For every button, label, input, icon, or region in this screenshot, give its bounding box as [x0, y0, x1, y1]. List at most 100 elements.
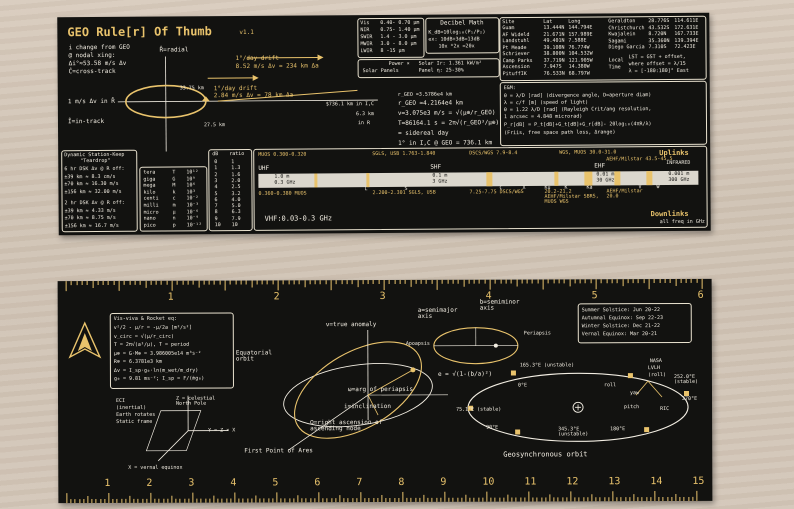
site-cell: AF Wideld: [502, 31, 530, 38]
ruler-tick: [213, 495, 215, 503]
ruler-number: 11: [524, 476, 537, 488]
site-cell: 7.310S: [648, 44, 667, 51]
ric-label: RIC: [660, 406, 670, 413]
ruler-tick: [393, 497, 395, 502]
ruler-tick: [83, 499, 85, 504]
ruler-tick: [650, 497, 652, 502]
em-formulas-box: E&M: θ = λ/D [rad] (divergence angle, D=…: [499, 80, 708, 147]
power-line: Solar Ir: 1.361 kW/m²: [418, 60, 482, 67]
ruler-tick: [272, 280, 274, 285]
ruler-tick: [526, 279, 528, 284]
ruler-tick: [624, 497, 626, 502]
ratio-header: ratio: [229, 150, 245, 158]
downlinks-label: Downlinks: [650, 209, 689, 219]
season-line: Summer Solstice: Jun 20-22: [581, 307, 661, 314]
site-cell: PituffIK: [502, 70, 527, 77]
ruler-tick: [410, 497, 412, 502]
ruler-tick: [214, 280, 216, 285]
site-cell: Geraldton: [608, 18, 636, 25]
ruler-tick: [532, 497, 534, 502]
ruler-tick: [431, 279, 433, 284]
ruler-tick: [183, 498, 185, 503]
orbit-eq-line: T=86164.1 s = 2π√(r_GEO³/μ⊕): [397, 119, 500, 127]
ruler-tick: [427, 497, 429, 502]
ruler-tick: [440, 497, 442, 502]
si-cell: milli: [143, 202, 159, 209]
ruler-tick: [692, 496, 694, 501]
ruler-tick: [162, 498, 164, 503]
shf-range: 3 GHz: [432, 178, 448, 185]
ruler-tick: [616, 279, 618, 284]
ruler-tick: [305, 498, 307, 503]
ruler-tick: [304, 280, 306, 288]
ruler-tick: [357, 280, 359, 288]
ruler-tick: [341, 280, 343, 285]
ruler-tick: [566, 497, 568, 502]
ruler-tick: [622, 279, 624, 287]
ruler-tick: [595, 497, 597, 502]
ruler-tick: [669, 279, 671, 284]
site-cell: 157.989E: [568, 31, 593, 38]
si-cell: 10¹²: [186, 169, 199, 176]
ruler-number: 10: [482, 476, 495, 488]
ruler-tick: [230, 498, 232, 503]
si-cell: 10⁹: [186, 175, 196, 182]
top-band-label: DSCS/WGS 7.9-8.4: [469, 150, 518, 157]
ruler-tick: [666, 497, 668, 502]
spectrum-bar: [258, 170, 699, 188]
ruler-tick: [339, 495, 341, 503]
si-cell: mega: [143, 182, 156, 189]
roll-label: (roll): [647, 372, 667, 379]
bottom-band-label: AEHF/Milstar 20.0: [606, 188, 643, 200]
db-cell: 7.9: [231, 215, 241, 222]
site-cell: 8.720N: [648, 31, 667, 38]
ruler-number: 3: [379, 290, 386, 303]
ruler-tick: [116, 498, 118, 503]
ruler-tick: [402, 491, 404, 502]
sk-line: ±39 km ≈ 8.3 cm/s: [64, 173, 116, 180]
ruler-tick: [641, 497, 643, 502]
power-line: Panel η: 25-30%: [418, 67, 464, 74]
visviva-line: R⊕ = 6.3781e3 km: [113, 358, 163, 365]
ruler-number: 5: [272, 477, 279, 489]
eci-axes: [145, 395, 229, 462]
si-cell: M: [172, 182, 176, 189]
ruler-tick: [235, 280, 237, 285]
si-cell: nano: [143, 215, 156, 222]
uhf-range: 0.3 GHz: [274, 179, 296, 186]
ruler-tick: [196, 498, 198, 503]
ruler-tick: [112, 498, 114, 503]
ruler-tick: [595, 279, 597, 290]
band-letter: L: [364, 186, 368, 193]
band-name: SWIR: [360, 34, 373, 41]
sk-line: ±156 km ≈ 16.7 m/s: [64, 222, 119, 229]
bottom-band-label: 7.25-7.75 DSCS/WGS: [469, 189, 524, 196]
ruler-tick: [78, 499, 80, 504]
db-cell: 9: [214, 215, 218, 222]
ruler-tick: [563, 279, 565, 284]
ruler-tick: [272, 498, 274, 503]
ruler-tick: [146, 498, 148, 503]
ruler-tick: [166, 280, 168, 285]
roll-axis-label: roll: [603, 382, 617, 389]
site-cell: 13.444N: [543, 24, 565, 31]
ruler-tick: [579, 279, 581, 284]
ruler-tick: [167, 498, 169, 503]
ruler-tick: [423, 494, 425, 502]
ruler-tick: [158, 498, 160, 503]
ruler-tick: [441, 279, 443, 284]
km736-label: $736.1 km in I,C: [325, 101, 375, 108]
ruler-tick: [479, 279, 481, 284]
ruler-tick: [671, 496, 673, 502]
ruler-tick: [473, 279, 475, 284]
ruler-tick: [129, 495, 131, 503]
db-header: dB: [212, 151, 219, 158]
ruler-tick: [685, 278, 687, 283]
ruler-tick: [528, 491, 530, 502]
si-cell: p: [172, 222, 176, 229]
geo-slot-label: 270°E: [682, 395, 698, 402]
ruler-tick: [209, 498, 211, 503]
ruler-tick: [123, 280, 125, 285]
